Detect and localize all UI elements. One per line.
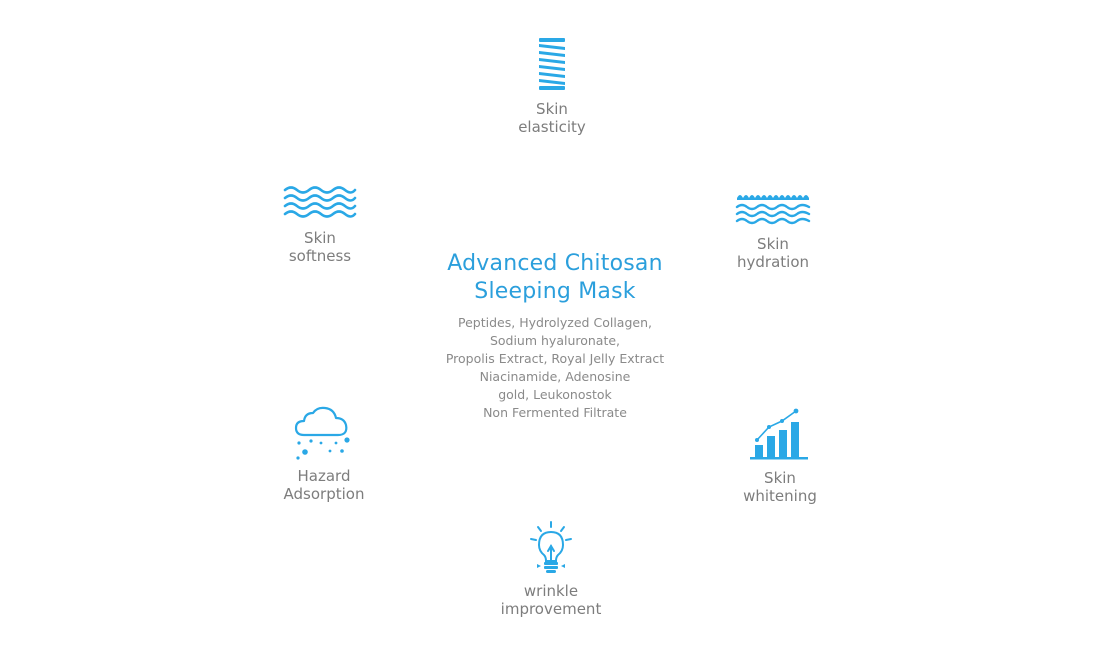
benefit-skin-softness: Skin softness <box>240 185 400 265</box>
benefit-label-line2: whitening <box>743 487 817 505</box>
product-title-line2: Sleeping Mask <box>474 279 636 304</box>
benefit-label-line2: Adsorption <box>283 485 365 503</box>
bar-chart-icon <box>750 408 808 460</box>
benefit-skin-hydration: Skin hydration <box>693 192 853 271</box>
ingredient-list: Peptides, Hydrolyzed Collagen, Sodium hy… <box>395 314 715 422</box>
benefit-label-line1: Skin <box>536 100 568 118</box>
benefit-label-line1: Skin <box>304 229 336 247</box>
ingredient-line: Peptides, Hydrolyzed Collagen, <box>458 315 652 330</box>
benefit-label-line2: improvement <box>500 600 602 618</box>
benefit-label-line1: Skin <box>764 469 796 487</box>
benefit-skin-elasticity: Skin elasticity <box>472 36 632 136</box>
benefit-label-line1: Hazard <box>297 467 351 485</box>
ingredient-line: Sodium hyaluronate, <box>489 333 621 348</box>
benefit-label-line2: hydration <box>737 253 809 271</box>
ingredient-line: gold, Leukonostok <box>498 387 612 402</box>
benefit-label-line1: Skin <box>757 235 789 253</box>
spring-icon <box>539 38 565 90</box>
ingredient-line: Niacinamide, Adenosine <box>479 369 631 384</box>
lightbulb-icon <box>530 521 572 573</box>
product-title-line1: Advanced Chitosan <box>447 251 663 276</box>
waves-icon <box>283 186 357 218</box>
benefit-skin-whitening: Skin whitening <box>700 405 860 505</box>
benefit-wrinkle-improvement: wrinkle improvement <box>471 520 631 618</box>
benefit-label-line1: wrinkle <box>523 582 579 600</box>
water-icon <box>735 195 811 225</box>
benefit-label-line2: softness <box>288 247 352 265</box>
product-info: Advanced Chitosan Sleeping Mask Peptides… <box>395 250 715 422</box>
ingredient-line: Propolis Extract, Royal Jelly Extract <box>445 351 665 366</box>
ingredient-line: Non Fermented Filtrate <box>483 405 627 420</box>
benefit-hazard-adsorption: Hazard Adsorption <box>244 405 404 503</box>
benefit-label-line2: elasticity <box>518 118 586 136</box>
cloud-icon <box>294 406 350 460</box>
